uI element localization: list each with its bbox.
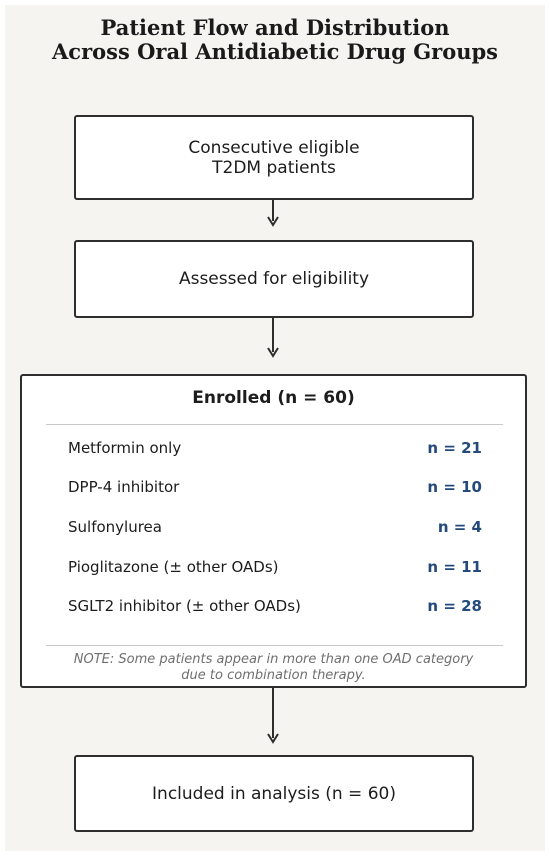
group-label: Pioglitazone (± other OADs) [68, 558, 279, 576]
group-count: n = 4 [437, 518, 482, 536]
group-label: Sulfonylurea [68, 518, 162, 536]
box-included-analysis: Included in analysis (n = 60) [74, 755, 474, 832]
box-consecutive-patients: Consecutive eligible T2DM patients [74, 115, 474, 200]
group-count: n = 28 [427, 597, 482, 615]
divider-bottom [46, 645, 503, 646]
title-line-2: Across Oral Antidiabetic Drug Groups [51, 39, 498, 64]
arrow-2 [267, 317, 279, 358]
title-line-1: Patient Flow and Distribution [100, 15, 450, 40]
box-consecutive-patients-line-2: T2DM patients [212, 157, 336, 178]
arrow-3 [267, 687, 279, 744]
group-row-sglt2: SGLT2 inhibitor (± other OADs) n = 28 [68, 596, 482, 616]
divider-top [46, 424, 503, 425]
arrow-1 [267, 199, 279, 227]
group-count: n = 11 [427, 558, 482, 576]
diagram-title: Patient Flow and Distribution Across Ora… [0, 16, 550, 64]
box-consecutive-patients-line-1: Consecutive eligible [188, 137, 360, 158]
group-label: SGLT2 inhibitor (± other OADs) [68, 597, 301, 615]
group-count: n = 21 [427, 439, 482, 457]
group-row-metformin: Metformin only n = 21 [68, 438, 482, 458]
box-included-analysis-label: Included in analysis (n = 60) [152, 783, 396, 804]
group-label: Metformin only [68, 439, 182, 457]
enrolled-note: NOTE: Some patients appear in more than … [22, 652, 525, 684]
note-line-2: due to combination therapy. [181, 668, 366, 683]
box-assessed-eligibility-label: Assessed for eligibility [178, 269, 370, 289]
group-row-dpp4: DPP-4 inhibitor n = 10 [68, 477, 482, 497]
box-enrolled: Enrolled (n = 60) Metformin only n = 21 … [20, 374, 527, 688]
note-line-1: NOTE: Some patients appear in more than … [73, 652, 474, 667]
group-label: DPP-4 inhibitor [68, 478, 180, 496]
group-row-pioglitazone: Pioglitazone (± other OADs) n = 11 [68, 557, 482, 577]
group-row-sulfonylurea: Sulfonylurea n = 4 [68, 517, 482, 537]
group-count: n = 10 [427, 478, 482, 496]
box-assessed-eligibility: Assessed for eligibility [74, 240, 474, 318]
enrolled-title: Enrolled (n = 60) [192, 388, 355, 408]
